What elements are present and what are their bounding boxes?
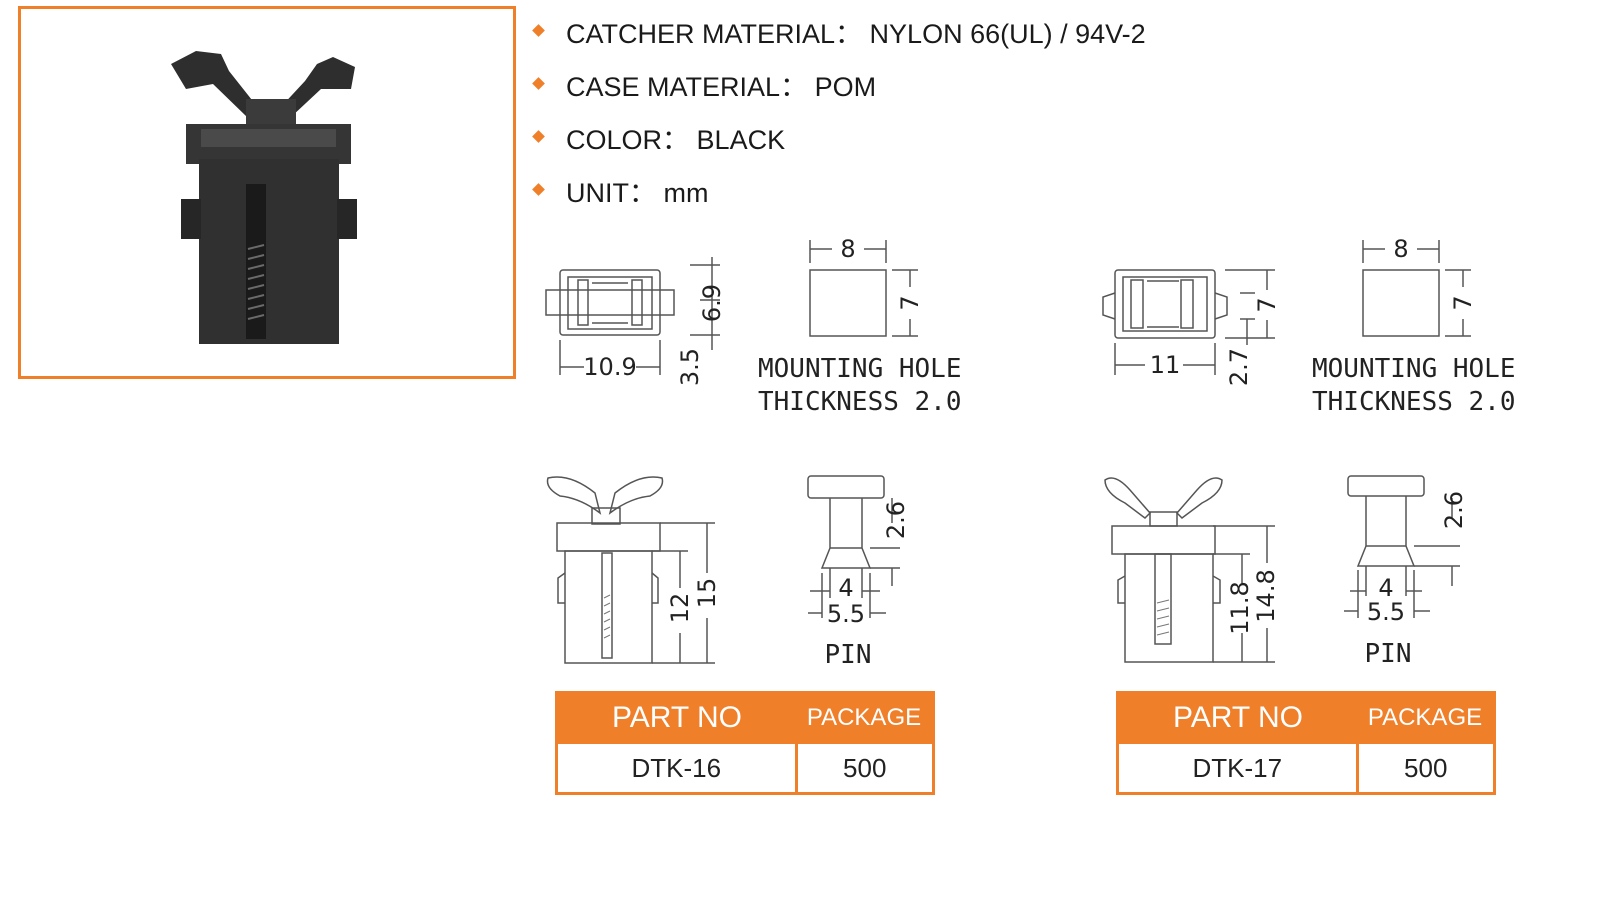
mounting-hole-label: MOUNTING HOLE [758,354,962,384]
product-photo-frame [18,6,516,379]
side-view-h1-dim: 11.8 [1226,581,1254,634]
model2-top-and-hole-views: 11 7 2.7 8 7 MOUNTING HOLE THICKNESS 2.0 [1102,235,1516,417]
thickness-label: THICKNESS 2.0 [1312,387,1516,417]
side-view-h1-dim: 12 [666,593,694,624]
part-no-header: PART NO [1117,692,1357,743]
top-view-height-dim: 7 [1253,297,1281,312]
model1-side-and-pin-views: 12 15 2.6 4 5.5 PIN [546,475,910,670]
diamond-bullet-icon [532,183,545,196]
part-no-value: DTK-17 [1117,741,1359,794]
diamond-bullet-icon [532,77,545,90]
thickness-label: THICKNESS 2.0 [758,387,962,417]
top-view-height-dim: 6.9 [698,284,726,322]
top-view-width-dim: 11 [1150,351,1181,379]
hole-height-dim: 7 [1449,295,1477,310]
table-row: DTK-17 500 [1117,741,1495,794]
diamond-bullet-icon [532,24,545,37]
model1-top-and-hole-views: 10.9 6.9 3.5 8 7 MOUNTING HOLE THICKNESS… [545,235,962,417]
diamond-bullet-icon [532,130,545,143]
model1-part-table: PART NO PACKAGE DTK-16 500 [555,691,935,795]
pin-inner-dim: 4 [1378,574,1393,602]
pin-outer-dim: 5.5 [1367,598,1405,626]
package-value: 500 [796,741,934,794]
pin-height-dim: 2.6 [1440,491,1468,529]
hole-width-dim: 8 [840,235,855,263]
mounting-hole-label: MOUNTING HOLE [1312,354,1516,384]
part-no-header: PART NO [556,692,796,743]
pin-height-dim: 2.6 [882,501,910,539]
pin-inner-dim: 4 [838,574,853,602]
pin-outer-dim: 5.5 [827,600,865,628]
side-view-h2-dim: 15 [693,578,721,609]
pin-label: PIN [1365,639,1412,669]
package-header: PACKAGE [796,692,934,743]
part-no-value: DTK-16 [556,741,798,794]
hole-height-dim: 7 [896,295,924,310]
model2-part-table: PART NO PACKAGE DTK-17 500 [1116,691,1496,795]
table-row: DTK-16 500 [556,741,934,794]
top-view-offset-dim: 3.5 [676,348,704,386]
pin-label: PIN [825,640,872,670]
side-view-h2-dim: 14.8 [1252,569,1280,622]
top-view-width-dim: 10.9 [583,353,636,381]
hole-width-dim: 8 [1393,235,1408,263]
model2-side-and-pin-views: 11.8 14.8 2.6 4 5.5 PIN [1104,475,1468,669]
package-value: 500 [1357,741,1495,794]
top-view-offset-dim: 2.7 [1225,348,1253,386]
package-header: PACKAGE [1357,692,1495,743]
product-photo [171,51,357,344]
